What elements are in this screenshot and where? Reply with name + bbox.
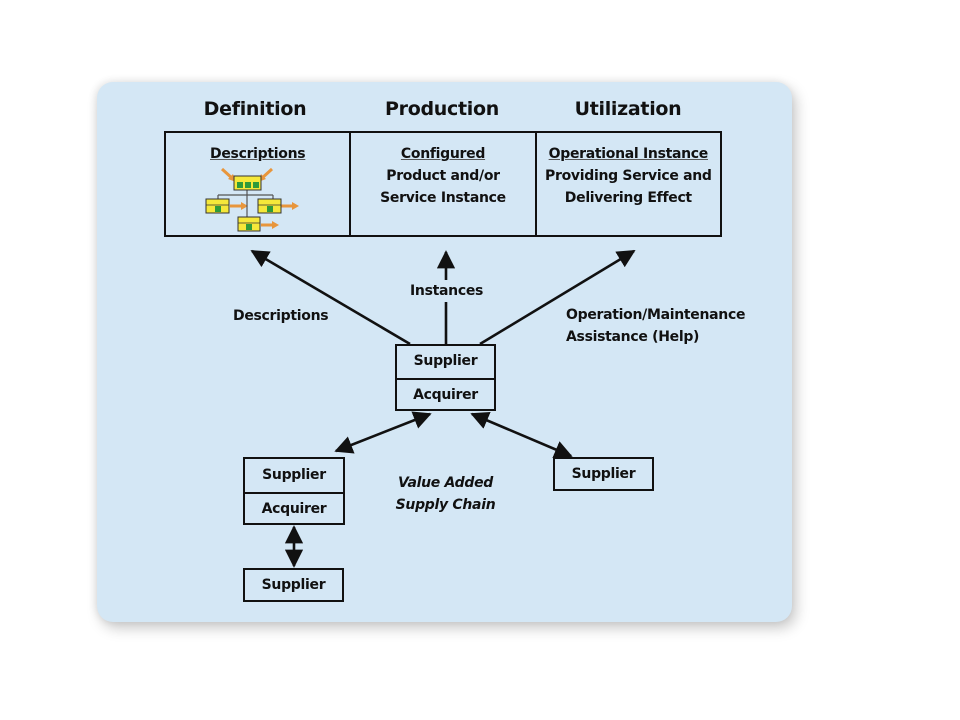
production-line-1: Product and/or [386,168,500,184]
right-supplier: Supplier [571,466,636,482]
label-operation-2: Assistance (Help) [566,329,700,345]
production-line-2: Service Instance [380,190,506,206]
arrow-left-supply [334,411,432,454]
utilization-heading: Operational Instance [548,146,709,162]
definition-heading: Descriptions [210,146,306,162]
arrow-descriptions [250,249,411,346]
chain-label-1: Value Added [398,475,493,491]
right-node: Supplier [553,457,654,491]
lifecycle-table: Descriptions [164,131,722,237]
production-cell: Configured Product and/or Service Instan… [351,133,537,235]
left-supplier: Supplier [262,467,326,483]
definition-cell: Descriptions [166,133,352,235]
label-operation-1: Operation/Maintenance [566,307,746,323]
central-supplier: Supplier [413,353,478,369]
bottom-node: Supplier [243,568,344,602]
utilization-cell: Operational Instance Providing Service a… [537,133,720,235]
utilization-line-1: Providing Service and [545,168,712,184]
chain-label-2: Supply Chain [395,497,496,513]
arrow-right-supply [470,412,573,458]
label-instances: Instances [408,280,486,302]
central-acquirer: Acquirer [397,378,494,409]
utilization-line-2: Delivering Effect [564,190,692,206]
arrow-operation [479,249,636,346]
bottom-supplier: Supplier [261,577,326,593]
left-acquirer: Acquirer [245,492,343,523]
label-descriptions: Descriptions [233,305,329,327]
central-node: Supplier Acquirer [395,344,496,411]
left-node: Supplier Acquirer [243,457,345,525]
phase-title-definition: Definition [203,98,307,120]
production-heading: Configured [400,146,486,162]
phase-title-utilization: Utilization [574,98,682,120]
phase-title-production: Production [385,98,499,120]
hierarchy-icon [205,167,299,232]
